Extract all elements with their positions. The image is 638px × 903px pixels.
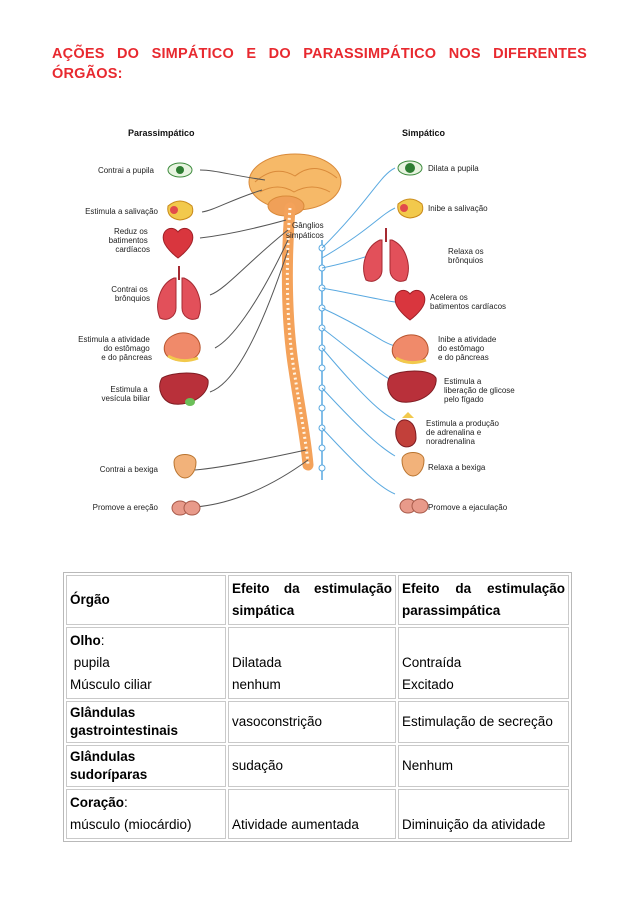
nervous-system-diagram: Parassimpático Simpático Gânglios simpát… <box>50 120 590 525</box>
cell-para-heart: Diminuição da atividade <box>398 789 569 839</box>
bladder-icon-left <box>173 454 197 479</box>
reproductive-icon-left <box>171 500 201 516</box>
reproductive-icon-right <box>399 498 429 514</box>
para-eye-ciliary: Excitado <box>402 677 454 692</box>
header-parasympathetic-line1: Efeito da estimulação <box>402 581 565 596</box>
spinal-cord <box>281 202 314 471</box>
label-dilata-pupila: Dilata a pupila <box>428 164 479 173</box>
cell-symp-sweat: sudação <box>228 745 396 787</box>
header-sympathetic-line2: simpática <box>232 603 295 618</box>
organ-eye-title: Olho: <box>70 633 105 648</box>
label-inibe-estomago: Inibe a atividade do estômago e do pâncr… <box>438 335 499 362</box>
effects-table: Órgão Efeito da estimulação simpática Ef… <box>63 572 572 842</box>
cell-symp-eye: Dilatada nenhum <box>228 627 396 699</box>
cell-organ-eye: Olho: pupila Músculo ciliar <box>66 627 226 699</box>
label-reduz-batimentos: Reduz os batimentos cardíacos <box>109 227 150 254</box>
table-row: Olho: pupila Músculo ciliar Dilatada nen… <box>66 627 569 699</box>
organ-eye-pupil: pupila <box>70 655 110 670</box>
label-estimula-estomago: Estimula a atividade do estômago e do pâ… <box>78 335 152 362</box>
label-inibe-salivacao: Inibe a salivação <box>428 204 488 213</box>
organ-heart-muscle: músculo (miocárdio) <box>70 817 192 832</box>
label-contrai-bexiga: Contrai a bexiga <box>100 465 159 474</box>
eye-icon-right <box>397 160 423 176</box>
effects-table-container: Órgão Efeito da estimulação simpática Ef… <box>63 572 572 842</box>
lungs-icon-right <box>363 228 409 282</box>
eye-icon-left <box>167 162 193 178</box>
cell-organ-gi: Glândulas gastrointestinais <box>66 701 226 743</box>
heading-parasympathetic: Parassimpático <box>128 128 195 138</box>
sympathetic-ganglia-chain <box>318 240 326 480</box>
label-producao-adrenalina: Estimula a produção de adrenalina e nora… <box>426 419 501 446</box>
organ-eye-ciliary: Músculo ciliar <box>70 677 152 692</box>
parasympathetic-nerves <box>194 169 309 508</box>
label-estimula-vesicula: Estimula a vesícula biliar <box>102 385 151 403</box>
salivary-gland-icon-right <box>397 198 424 219</box>
label-relaxa-bronquios: Relaxa os brônquios <box>448 247 486 265</box>
heart-icon-left <box>162 227 194 259</box>
para-eye-pupil: Contraída <box>402 655 462 670</box>
cell-symp-heart: Atividade aumentada <box>228 789 396 839</box>
lungs-icon-left <box>157 266 201 320</box>
symp-eye-ciliary: nenhum <box>232 677 281 692</box>
header-organ: Órgão <box>66 575 226 625</box>
label-promove-ejaculacao: Promove a ejaculação <box>428 503 508 512</box>
ganglia-label-1: Gânglios <box>292 221 324 230</box>
header-organ-text: Órgão <box>70 592 110 607</box>
bladder-icon-right <box>401 452 425 477</box>
table-row: Coração: músculo (miocárdio) Atividade a… <box>66 789 569 839</box>
gallbladder-liver-icon-left <box>159 372 209 406</box>
header-sympathetic: Efeito da estimulação simpática <box>228 575 396 625</box>
sympathetic-nerves <box>321 167 396 495</box>
cell-para-eye: Contraída Excitado <box>398 627 569 699</box>
salivary-gland-icon-left <box>167 200 194 221</box>
cell-symp-gi: vasoconstrição <box>228 701 396 743</box>
label-liberacao-glicose: Estimula a liberação de glicose pelo fíg… <box>444 377 517 404</box>
label-contrai-pupila: Contrai a pupila <box>98 166 155 175</box>
diagram-svg: Parassimpático Simpático Gânglios simpát… <box>78 128 517 516</box>
label-acelera-batimentos: Acelera os batimentos cardíacos <box>430 293 506 311</box>
label-promove-erecao: Promove a ereção <box>93 503 159 512</box>
table-header-row: Órgão Efeito da estimulação simpática Ef… <box>66 575 569 625</box>
cell-para-sweat: Nenhum <box>398 745 569 787</box>
stomach-icon-right <box>391 334 429 365</box>
page-title: AÇÕES DO SIMPÁTICO E DO PARASSIMPÁTICO N… <box>52 46 587 82</box>
cell-organ-sweat: Glândulas sudoríparas <box>66 745 226 787</box>
label-estimula-salivacao: Estimula a salivação <box>85 207 158 216</box>
adrenal-kidney-icon-right <box>395 412 417 448</box>
label-contrai-bronquios: Contrai os brônquios <box>111 285 150 303</box>
cell-organ-heart: Coração: músculo (miocárdio) <box>66 789 226 839</box>
header-sympathetic-line1: Efeito da estimulação <box>232 581 392 596</box>
liver-icon-right <box>387 370 437 403</box>
ganglia-label-2: simpáticos <box>286 231 324 240</box>
table-row: Glândulas gastrointestinais vasoconstriç… <box>66 701 569 743</box>
heading-sympathetic: Simpático <box>402 128 446 138</box>
heart-icon-right <box>394 289 426 321</box>
label-relaxa-bexiga: Relaxa a bexiga <box>428 463 486 472</box>
cell-para-gi: Estimulação de secreção <box>398 701 569 743</box>
header-parasympathetic-line2: parassimpática <box>402 603 501 618</box>
organ-heart-title: Coração: <box>70 795 128 810</box>
symp-eye-pupil: Dilatada <box>232 655 282 670</box>
stomach-icon-left <box>163 332 201 363</box>
table-row: Glândulas sudoríparas sudação Nenhum <box>66 745 569 787</box>
header-parasympathetic: Efeito da estimulação parassimpática <box>398 575 569 625</box>
